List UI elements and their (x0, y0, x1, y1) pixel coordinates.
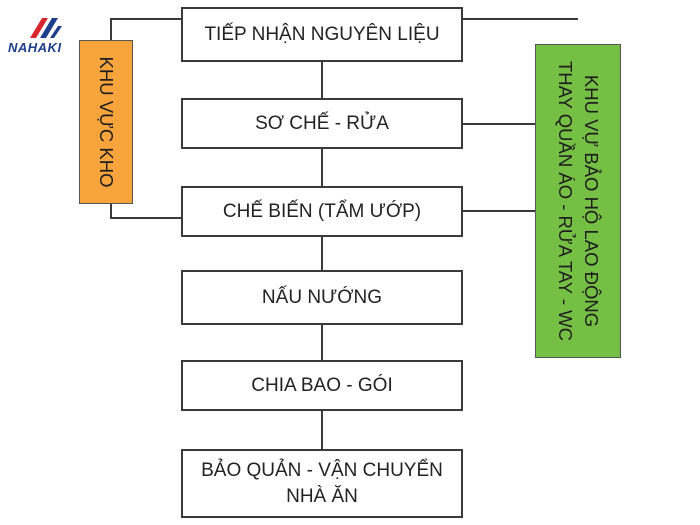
step-label: BẢO QUẢN - VẬN CHUYỂN NHÀ ĂN (201, 459, 443, 507)
step-preprocess-wash: SƠ CHẾ - RỬA (181, 98, 463, 149)
step-marinate: CHẾ BIẾN (TẨM ƯỚP) (181, 186, 463, 237)
step-store-transport: BẢO QUẢN - VẬN CHUYỂN NHÀ ĂN (181, 449, 463, 518)
step-label: CHIA BAO - GÓI (251, 374, 393, 396)
protection-area-line-2: THAY QUẦN ÁO - RỬA TAY - WC (555, 61, 576, 341)
step-portion-pack: CHIA BAO - GÓI (181, 360, 463, 411)
step-cooking: NẤU NƯỚNG (181, 270, 463, 325)
protection-area-label: KHU VỰ BẢO HỘ LAO ĐỘNG THAY QUẦN ÁO - RỬ… (552, 61, 604, 341)
step-label: TIẾP NHẬN NGUYÊN LIỆU (204, 23, 440, 45)
storage-area-label: KHU VỰC KHO (96, 56, 117, 188)
step-label: NẤU NƯỚNG (261, 286, 383, 308)
step-label: SƠ CHẾ - RỬA (255, 112, 389, 134)
logo-mark-icon (30, 18, 62, 38)
step-label: CHẾ BIẾN (TẨM ƯỚP) (222, 200, 422, 222)
step-receive-materials: TIẾP NHẬN NGUYÊN LIỆU (181, 7, 463, 62)
logo-text: NAHAKI (8, 40, 62, 55)
storage-area-box: KHU VỰC KHO (79, 40, 133, 204)
protection-area-box: KHU VỰ BẢO HỘ LAO ĐỘNG THAY QUẦN ÁO - RỬ… (535, 44, 621, 358)
protection-area-line-1: KHU VỰ BẢO HỘ LAO ĐỘNG (581, 74, 602, 328)
brand-logo: NAHAKI (8, 14, 80, 58)
